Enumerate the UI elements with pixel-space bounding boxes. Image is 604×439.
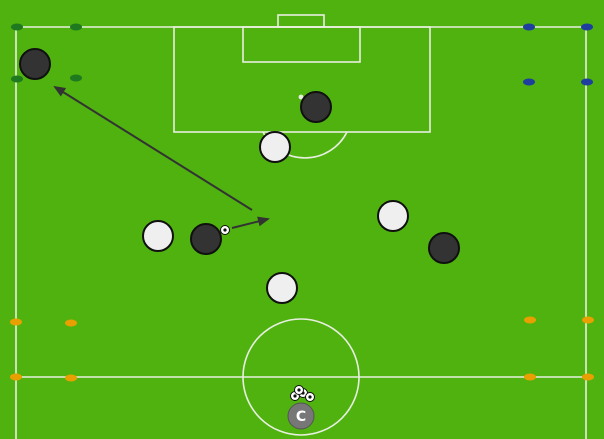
light-player [142, 220, 174, 252]
coach-marker: C [287, 402, 315, 430]
players-layer [19, 48, 460, 304]
green-cone [70, 74, 82, 82]
orange-cone [524, 373, 536, 381]
light-player [259, 131, 291, 163]
orange-cone [582, 316, 594, 324]
orange-cone [10, 318, 22, 326]
balls-layer [220, 225, 315, 402]
ball-icon [305, 392, 315, 402]
green-cone [11, 75, 23, 83]
coach-circle [287, 402, 315, 430]
center-circle [242, 318, 360, 436]
light-player [266, 272, 298, 304]
ball-icon [294, 385, 304, 395]
green-cone [70, 23, 82, 31]
light-player [377, 200, 409, 232]
dark-player [300, 91, 332, 123]
coach-label: C [296, 409, 306, 425]
orange-cone [524, 316, 536, 324]
orange-cone [10, 373, 22, 381]
green-cone [11, 23, 23, 31]
penalty-spot [298, 94, 304, 100]
blue-cone [523, 23, 535, 31]
cones-layer [10, 23, 594, 382]
run-arrow [53, 85, 253, 211]
orange-cone [65, 374, 77, 382]
blue-cone [581, 78, 593, 86]
arrows-layer [53, 85, 270, 229]
pitch-markings [15, 14, 587, 439]
goal-area [242, 26, 361, 63]
dark-player [190, 223, 222, 255]
orange-cone [65, 319, 77, 327]
orange-cone [582, 373, 594, 381]
ball-pile [290, 385, 315, 402]
pass-arrow [231, 216, 270, 229]
dark-player [19, 48, 51, 80]
blue-cone [523, 78, 535, 86]
dark-player [428, 232, 460, 264]
ball-icon [220, 225, 230, 235]
blue-cone [581, 23, 593, 31]
